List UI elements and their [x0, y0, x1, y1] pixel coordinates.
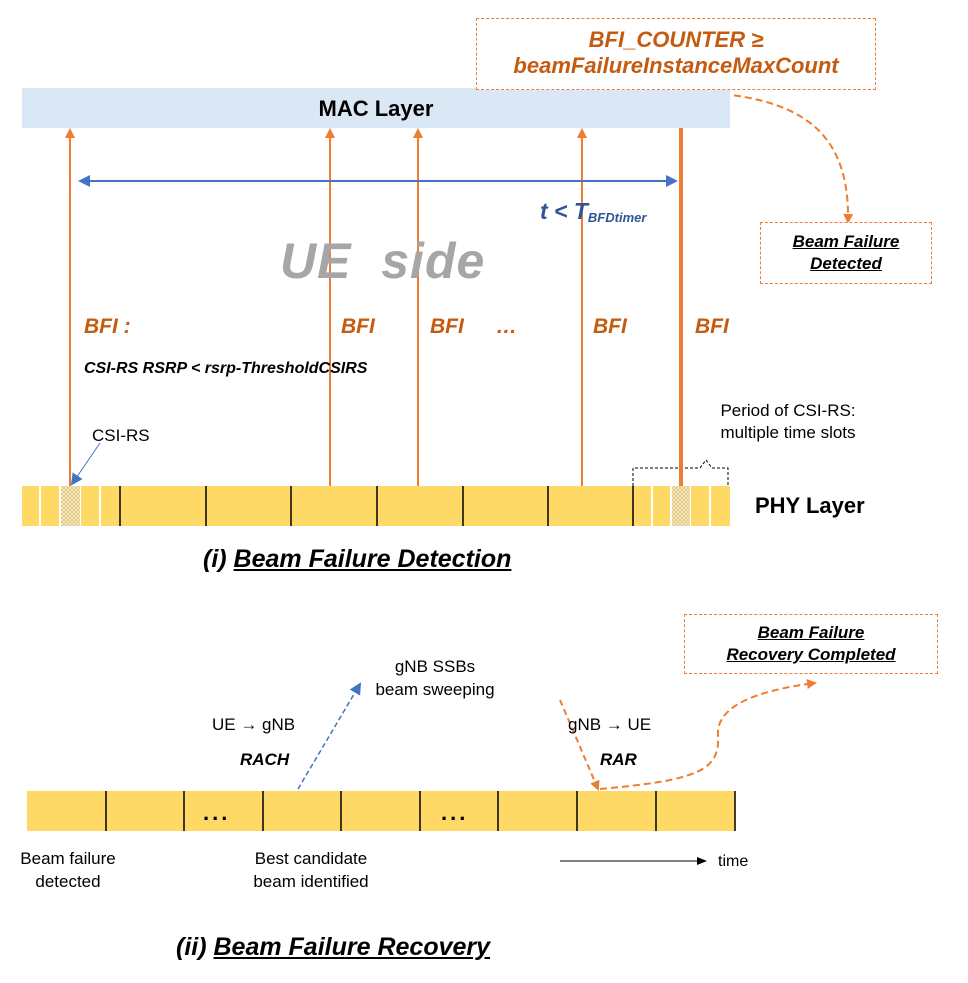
detected-line2: Detected — [810, 254, 882, 273]
csirs-label: CSI-RS — [92, 426, 150, 445]
bfi-condition: CSI-RS RSRP < rsrp-ThresholdCSIRS — [84, 360, 368, 377]
mac-layer-label: MAC Layer — [318, 96, 434, 121]
mac-layer-bar: MAC Layer — [22, 88, 730, 128]
counter-line1: BFI_COUNTER ≥ — [588, 27, 764, 52]
rach-arrow — [297, 682, 362, 790]
detection-title-main: Beam Failure Detection — [233, 545, 512, 573]
ellipsis-2: ... — [441, 800, 469, 825]
detection-title: (i) Beam Failure Detection — [203, 545, 511, 574]
counter-line2: beamFailureInstanceMaxCount — [513, 53, 839, 78]
completed-line1: Beam Failure — [757, 623, 865, 642]
curve-to-completed — [599, 679, 817, 790]
beam-failure-detected-box: Beam Failure Detected — [760, 222, 932, 284]
csirs-slot-last — [672, 486, 690, 526]
bfi-label-2: BFI — [341, 315, 375, 338]
ue-side-label: UE side — [280, 233, 486, 289]
best-candidate-line2: beam identified — [253, 872, 369, 891]
ssb-line2: beam sweeping — [375, 680, 495, 699]
ssb-line1: gNB SSBs — [394, 657, 476, 676]
recovery-slot-bar — [27, 791, 736, 831]
best-candidate-label: Best candidate beam identified — [226, 847, 396, 893]
bfi-label-3: BFI — [430, 315, 464, 338]
detected-line1: Beam Failure — [792, 232, 900, 251]
detection-title-prefix: (i) — [203, 545, 234, 573]
ue-to-gnb-label: UE → gNB — [212, 715, 296, 734]
rar-arrow — [559, 699, 600, 791]
timer-t: t < T — [540, 198, 588, 224]
phy-layer-label: PHY Layer — [755, 493, 865, 518]
bfi-label-4: BFI — [593, 315, 627, 338]
phy-slot-bar — [22, 486, 730, 526]
period-line2: multiple time slots — [720, 423, 856, 442]
bfi-label-1: BFI : — [84, 315, 131, 338]
period-label: Period of CSI-RS: multiple time slots — [688, 400, 888, 444]
recovery-title: (ii) Beam Failure Recovery — [176, 933, 490, 962]
ellipsis-1: ... — [203, 800, 231, 825]
failure-detected-line2: detected — [35, 872, 101, 891]
bfi-label-5: BFI — [695, 315, 729, 338]
failure-detected-label: Beam failure detected — [0, 847, 136, 893]
period-bracket — [632, 459, 729, 486]
failure-detected-line1: Beam failure — [20, 849, 116, 868]
bfi-ellipsis: … — [496, 315, 517, 338]
timer-sub: BFDtimer — [587, 210, 647, 225]
timer-label: t < TBFDtimer — [540, 198, 646, 225]
period-line1: Period of CSI-RS: — [720, 401, 856, 420]
ssb-label: gNB SSBs beam sweeping — [345, 655, 525, 701]
best-candidate-line1: Best candidate — [254, 849, 368, 868]
gnb-to-ue-label: gNB → UE — [568, 715, 652, 734]
time-label: time — [718, 853, 749, 870]
csirs-slot-first — [61, 486, 80, 526]
rar-label: RAR — [600, 750, 637, 769]
csirs-pointer — [70, 442, 101, 486]
rach-label: RACH — [240, 750, 290, 769]
recovery-completed-box: Beam Failure Recovery Completed — [684, 614, 938, 674]
recovery-title-main: Beam Failure Recovery — [213, 933, 491, 961]
completed-line2: Recovery Completed — [726, 645, 896, 664]
recovery-title-prefix: (ii) — [176, 933, 214, 961]
bfi-counter-box: BFI_COUNTER ≥ beamFailureInstanceMaxCoun… — [476, 18, 876, 90]
